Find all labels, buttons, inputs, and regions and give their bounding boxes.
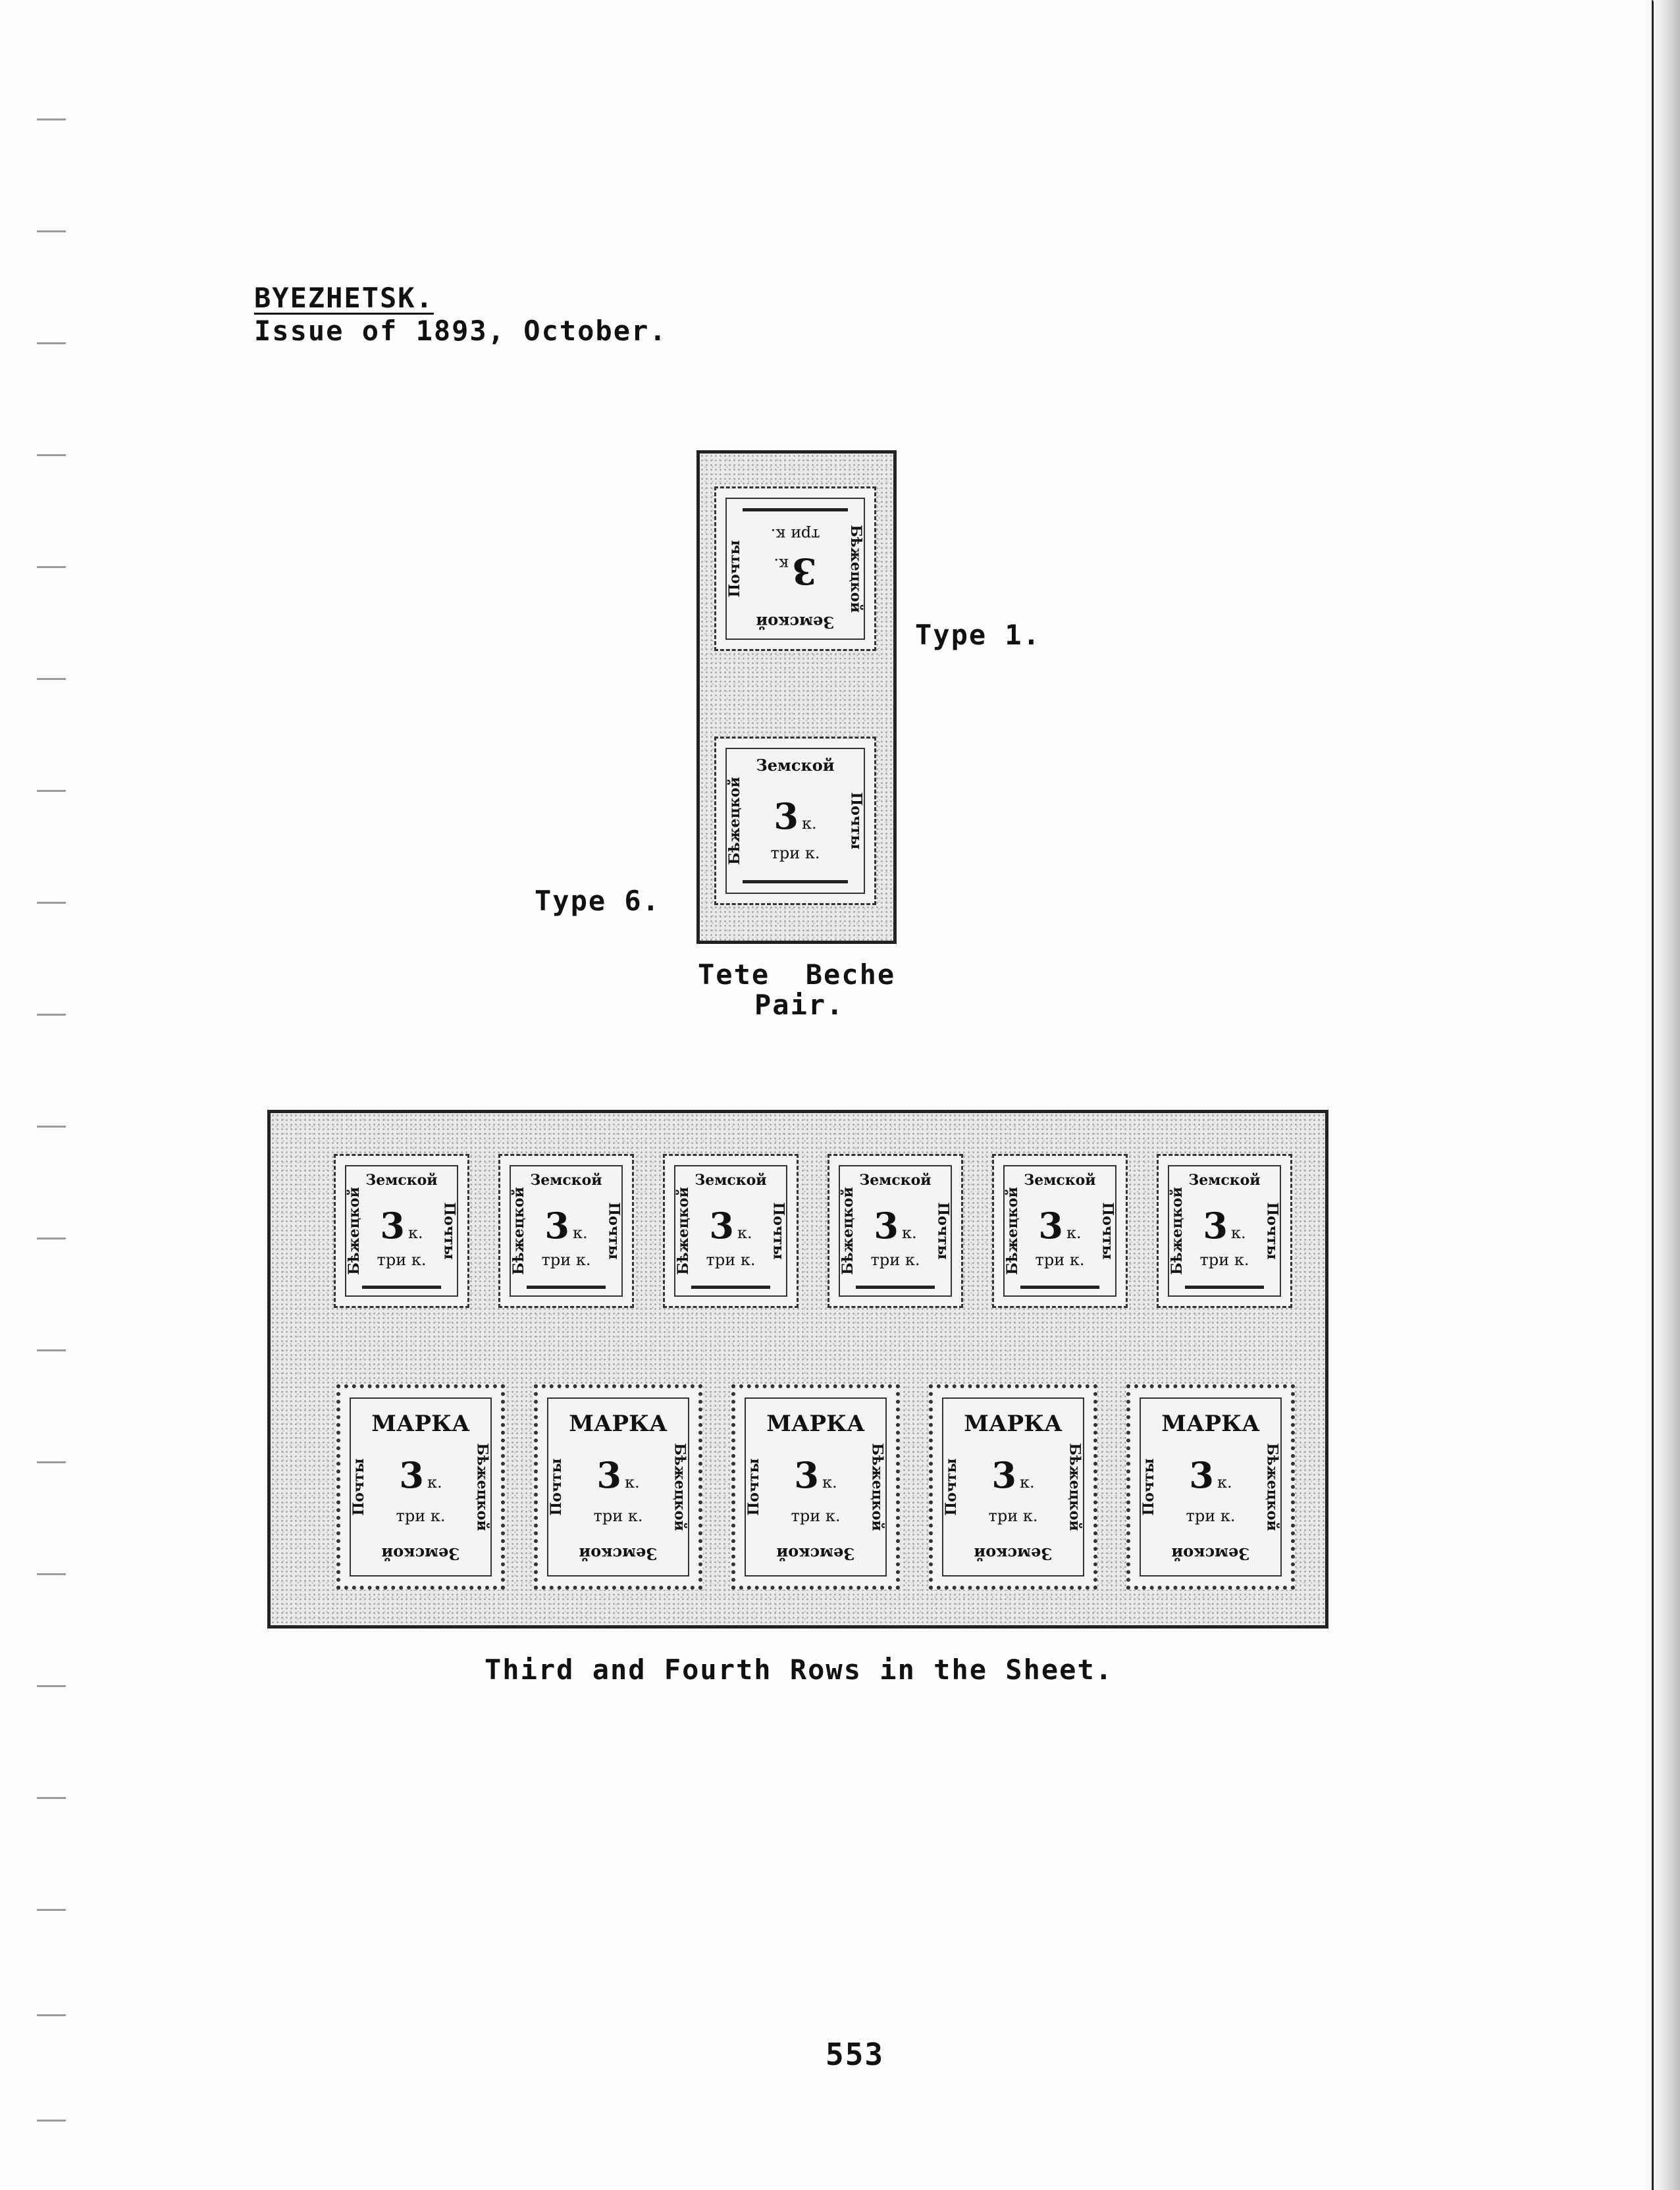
issue-date: Issue of 1893, October. [254, 315, 668, 347]
row-3-stamp: Земской Бѣжецкой Почты 3 к. три к. [334, 1154, 469, 1308]
page-edge [1652, 0, 1654, 2190]
row-3-stamp: Земской Бѣжецкой Почты 3 к. три к. [1157, 1154, 1292, 1308]
sheet-caption: Third and Fourth Rows in the Sheet. [485, 1654, 1114, 1686]
stamp-type-1-inverted: Земской Бѣжецкой Почты 3 к. три к. [714, 486, 876, 651]
row-4-stamp: МАРКА Почты Бѣжецкой 3 к. три к. Земской [929, 1384, 1097, 1590]
page-number: 553 [826, 2037, 885, 2072]
row-4-stamp: МАРКА Почты Бѣжецкой 3 к. три к. Земской [731, 1384, 900, 1590]
page-shadow [1641, 0, 1680, 2190]
pair-caption-line-1: Tete Beche [698, 958, 896, 991]
row-3-stamp: Земской Бѣжецкой Почты 3 к. три к. [498, 1154, 634, 1308]
row-4-stamp: МАРКА Почты Бѣжецкой 3 к. три к. Земской [1126, 1384, 1295, 1590]
type-1-label: Type 1. [915, 619, 1041, 651]
sheet-rows-image: Земской Бѣжецкой Почты 3 к. три к. Земск… [267, 1110, 1328, 1629]
row-4-stamp: МАРКА Почты Бѣжецкой 3 к. три к. Земской [336, 1384, 505, 1590]
page-title: BYEZHETSK. [254, 282, 434, 314]
row-4-stamp: МАРКА Почты Бѣжецкой 3 к. три к. Земской [534, 1384, 702, 1590]
row-3-stamp: Земской Бѣжецкой Почты 3 к. три к. [827, 1154, 963, 1308]
tete-beche-pair-image: Земской Бѣжецкой Почты 3 к. три к. Земск… [696, 450, 897, 944]
type-6-label: Type 6. [535, 885, 661, 917]
row-3-stamp: Земской Бѣжецкой Почты 3 к. три к. [663, 1154, 799, 1308]
pair-caption-line-2: Pair. [754, 989, 845, 1021]
row-3-stamp: Земской Бѣжецкой Почты 3 к. три к. [992, 1154, 1128, 1308]
stamp-type-6: Земской Бѣжецкой Почты 3 к. три к. [714, 737, 876, 905]
